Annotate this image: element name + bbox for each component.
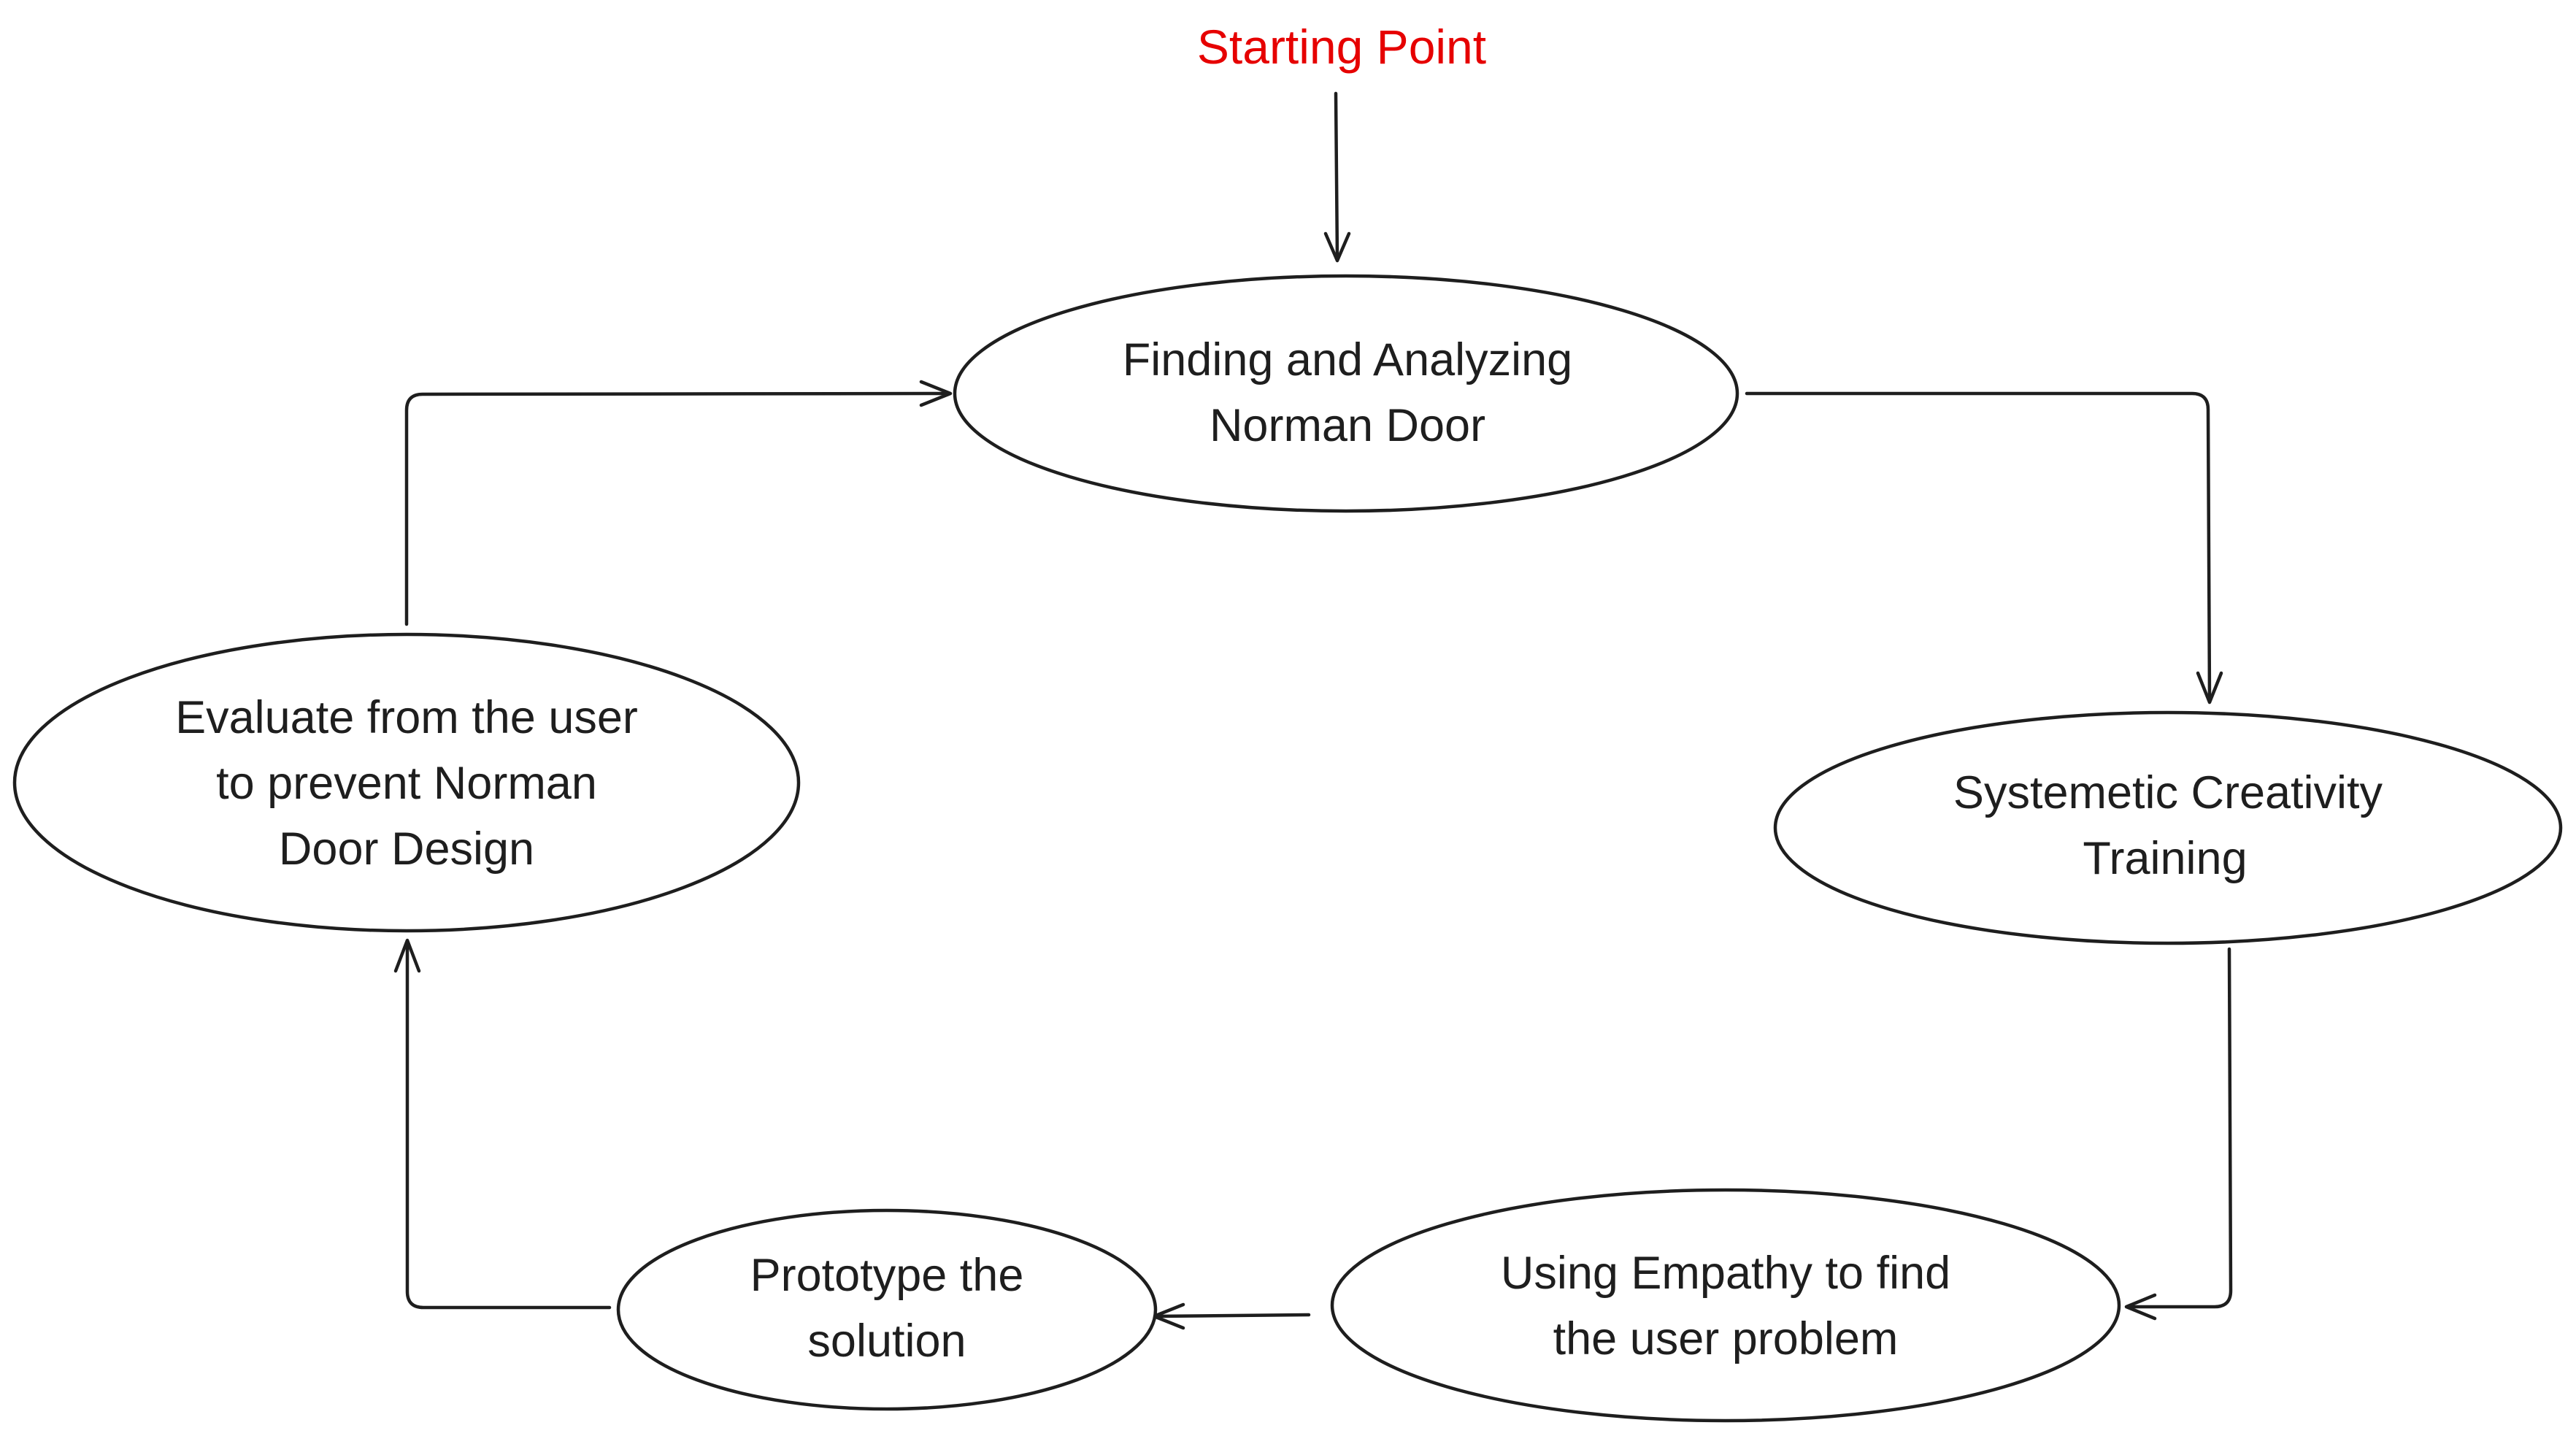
- node-finding-line2: Norman Door: [1210, 400, 1485, 451]
- node-prototype-line1: Prototype the: [750, 1250, 1024, 1301]
- node-using-empathy: Using Empathy to find the user problem: [1330, 1188, 2121, 1423]
- node-evaluate-user: Evaluate from the user to prevent Norman…: [12, 632, 801, 933]
- node-empathy-line2: the user problem: [1553, 1313, 1899, 1364]
- node-finding-ellipse: [953, 274, 1739, 513]
- starting-point-label: Starting Point: [1197, 20, 1486, 74]
- node-systematic-ellipse: [1773, 710, 2563, 945]
- edge-evaluate-to-finding: [404, 380, 953, 626]
- edge-prototype-to-evaluate: [393, 938, 612, 1310]
- node-empathy-line1: Using Empathy to find: [1501, 1248, 1950, 1299]
- node-systematic-line1: Systemetic Creativity: [1953, 767, 2383, 818]
- node-evaluate-line1: Evaluate from the user: [175, 692, 638, 743]
- node-finding-norman-door: Finding and Analyzing Norman Door: [953, 274, 1739, 513]
- edge-systematic-to-empathy: [2124, 947, 2233, 1321]
- node-prototype-line2: solution: [807, 1316, 966, 1367]
- node-evaluate-line3: Door Design: [279, 823, 534, 875]
- node-systematic-line2: Training: [2083, 833, 2247, 884]
- node-prototype-solution: Prototype the solution: [616, 1208, 1158, 1411]
- node-evaluate-ellipse: [12, 632, 801, 933]
- node-prototype-ellipse: [616, 1208, 1158, 1411]
- node-finding-line1: Finding and Analyzing: [1123, 334, 1572, 385]
- edge-finding-to-systematic: [1745, 391, 2223, 704]
- node-empathy-ellipse: [1330, 1188, 2121, 1423]
- edge-start-to-finding: [1323, 91, 1351, 263]
- edge-empathy-to-prototype: [1152, 1302, 1311, 1330]
- node-systematic-creativity: Systemetic Creativity Training: [1773, 710, 2563, 945]
- node-evaluate-line2: to prevent Norman: [216, 758, 597, 809]
